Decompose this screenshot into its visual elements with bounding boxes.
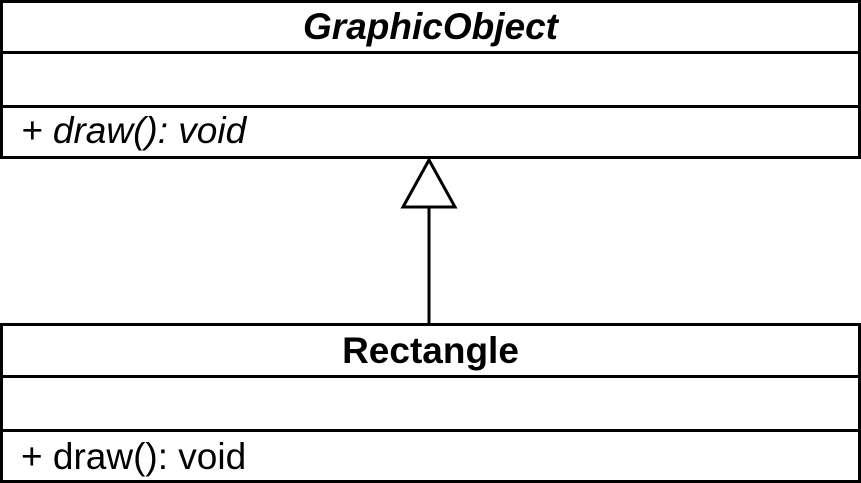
- class-name-graphicobject: GraphicObject: [3, 3, 858, 54]
- class-box-graphicobject: GraphicObject + draw(): void: [0, 0, 861, 159]
- attributes-compartment-rectangle: [3, 378, 858, 432]
- class-name-rectangle: Rectangle: [3, 326, 858, 378]
- attributes-compartment-graphicobject: [3, 54, 858, 108]
- operation-draw-graphicobject: + draw(): void: [21, 110, 247, 151]
- operation-draw-rectangle: + draw(): void: [21, 436, 247, 477]
- class-box-rectangle: Rectangle + draw(): void: [0, 323, 861, 483]
- generalization-arrowhead-icon: [400, 156, 458, 209]
